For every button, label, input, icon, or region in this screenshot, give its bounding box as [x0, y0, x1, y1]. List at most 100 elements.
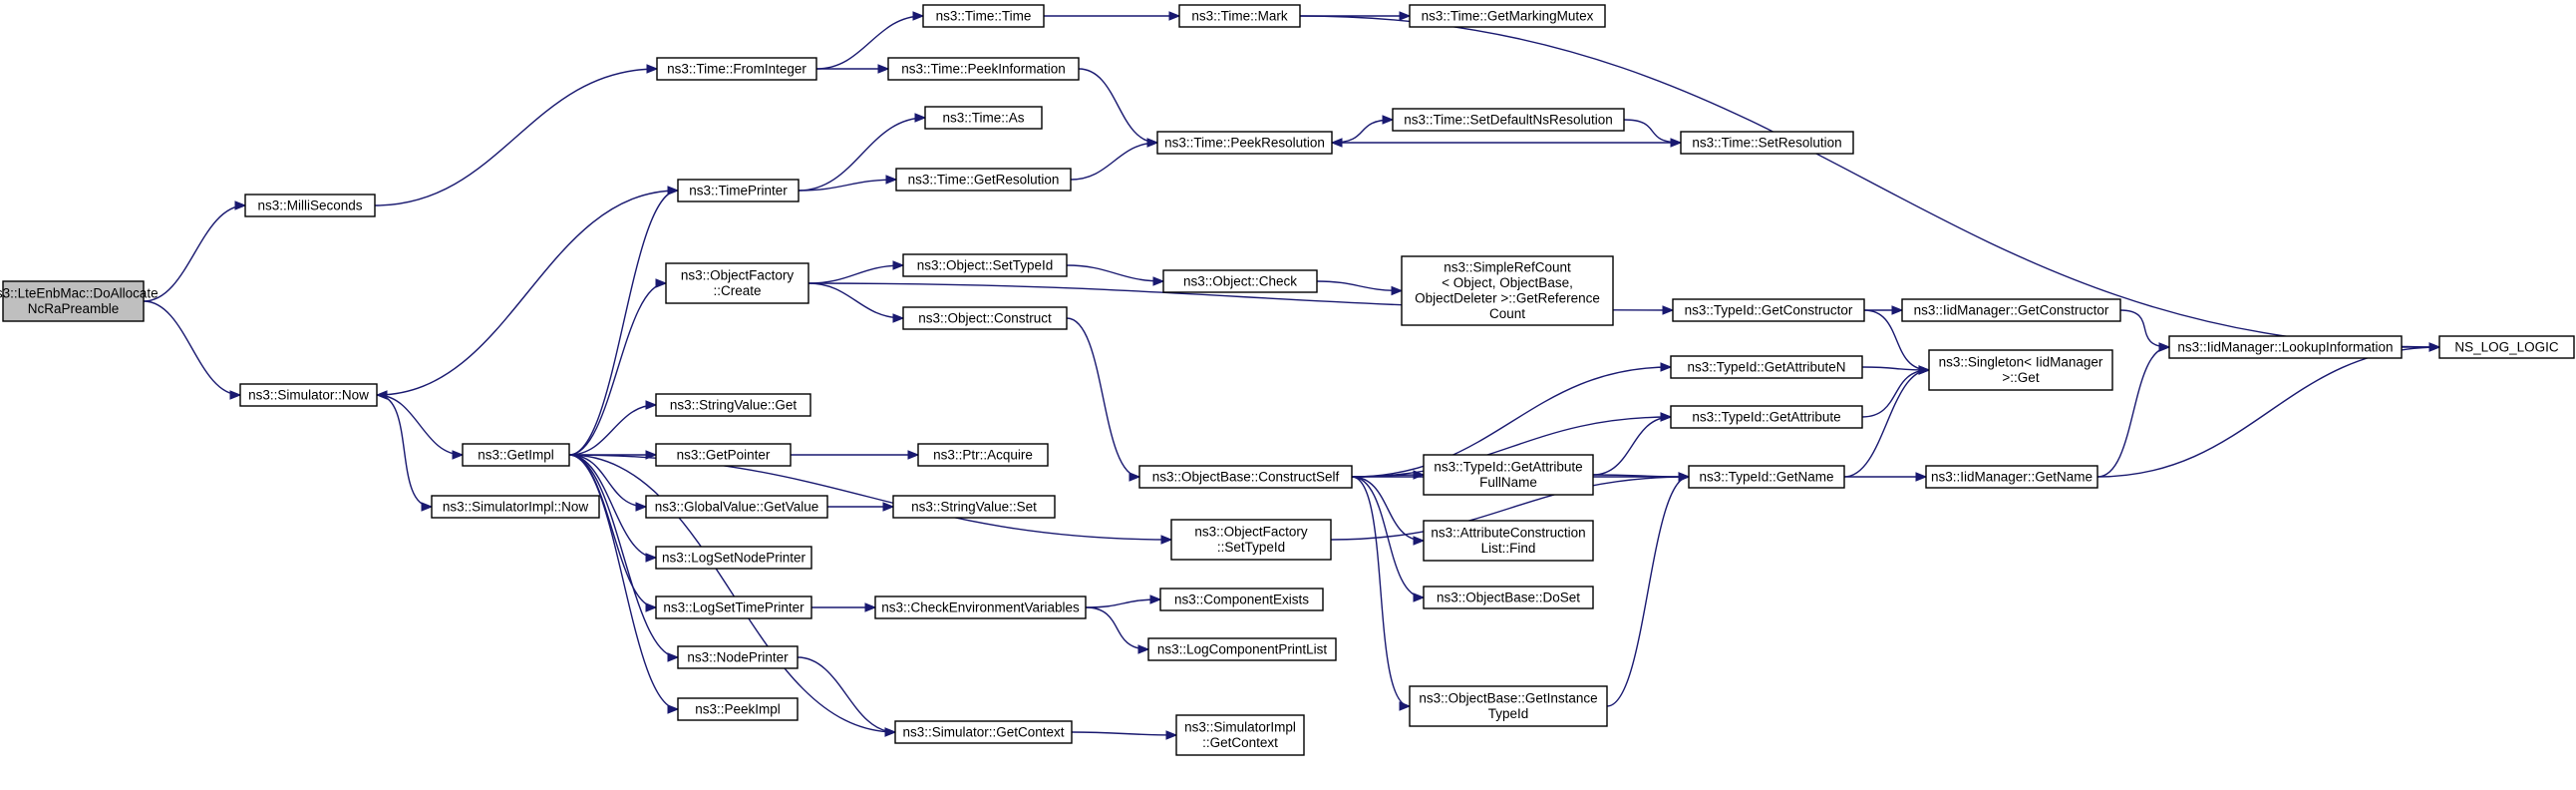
node-ns3-objectbase-doset[interactable]: ns3::ObjectBase::DoSet	[1423, 586, 1594, 609]
node-ns3-typeid-getattributen[interactable]: ns3::TypeId::GetAttributeN	[1670, 355, 1863, 379]
node-box[interactable]	[887, 57, 1080, 81]
node-box[interactable]	[677, 645, 799, 669]
node-box[interactable]	[1670, 405, 1863, 429]
node-ns3-objectfactory-settypeid[interactable]: ns3::ObjectFactory::SetTypeId	[1170, 519, 1332, 561]
node-box[interactable]	[1688, 465, 1845, 489]
node-box[interactable]	[239, 383, 378, 407]
node-box[interactable]	[655, 595, 812, 619]
node-box[interactable]	[922, 4, 1045, 28]
node-box[interactable]	[431, 495, 600, 519]
node-ns3-iidmanager-getconstructor[interactable]: ns3::IidManager::GetConstructor	[1901, 298, 2121, 322]
node-box[interactable]	[902, 253, 1068, 277]
node-box[interactable]	[1423, 520, 1594, 562]
node-box[interactable]	[655, 546, 812, 570]
node-box[interactable]	[1901, 298, 2121, 322]
node-ns3-iidmanager-lookupinformation[interactable]: ns3::IidManager::LookupInformation	[2168, 335, 2403, 359]
node-ns3-time-setresolution[interactable]: ns3::Time::SetResolution	[1680, 131, 1854, 155]
node-ns3-logcomponentprintlist[interactable]: ns3::LogComponentPrintList	[1147, 637, 1337, 661]
node-ns3-time-as[interactable]: ns3::Time::As	[924, 106, 1043, 130]
node-ns3-iidmanager-getname[interactable]: ns3::IidManager::GetName	[1925, 465, 2098, 489]
node-box[interactable]	[656, 57, 817, 81]
node-ns3-simulator-getcontext[interactable]: ns3::Simulator::GetContext	[894, 720, 1073, 744]
node-ns3-stringvalue-set[interactable]: ns3::StringValue::Set	[892, 495, 1056, 519]
node-box[interactable]	[1147, 637, 1337, 661]
node-ns3-logsettimeprinter[interactable]: ns3::LogSetTimePrinter	[655, 595, 812, 619]
node-ns3-typeid-getattribute[interactable]: ns3::TypeId::GetAttribute	[1670, 405, 1863, 429]
node-box[interactable]	[1925, 465, 2098, 489]
node-box[interactable]	[874, 595, 1087, 619]
node-ns3-object-settypeid[interactable]: ns3::Object::SetTypeId	[902, 253, 1068, 277]
node-ns3-simulatorimpl-now[interactable]: ns3::SimulatorImpl::Now	[431, 495, 600, 519]
node-ns3-timeprinter[interactable]: ns3::TimePrinter	[677, 179, 800, 202]
node-ns3-peekimpl[interactable]: ns3::PeekImpl	[677, 697, 799, 721]
node-box[interactable]	[677, 179, 800, 202]
node-ns3-getimpl[interactable]: ns3::GetImpl	[462, 443, 570, 467]
node-ns3-time-peekresolution[interactable]: ns3::Time::PeekResolution	[1156, 131, 1333, 155]
node-box[interactable]	[1423, 586, 1594, 609]
node-box[interactable]	[1162, 269, 1318, 293]
node-ns3-getpointer[interactable]: ns3::GetPointer	[655, 443, 792, 467]
node-box[interactable]	[655, 443, 792, 467]
node-box[interactable]	[244, 194, 376, 217]
node-box[interactable]	[1680, 131, 1854, 155]
node-box[interactable]	[1138, 465, 1353, 489]
node-box[interactable]	[1401, 255, 1614, 326]
node-box[interactable]	[462, 443, 570, 467]
node-ns3-logsetnodeprinter[interactable]: ns3::LogSetNodePrinter	[655, 546, 812, 570]
node-box[interactable]	[917, 443, 1049, 467]
node-box[interactable]	[1159, 588, 1324, 611]
node-ns3-object-check[interactable]: ns3::Object::Check	[1162, 269, 1318, 293]
node-ns3-objectfactory-create[interactable]: ns3::ObjectFactory::Create	[665, 262, 809, 304]
node-box[interactable]	[655, 393, 811, 417]
node-box[interactable]	[1423, 454, 1594, 496]
node-box[interactable]	[1928, 349, 2113, 391]
node-box[interactable]	[1409, 685, 1608, 727]
node-ns-log-logic[interactable]: NS_LOG_LOGIC	[2438, 335, 2575, 359]
node-box[interactable]	[1178, 4, 1301, 28]
node-ns3-object-construct[interactable]: ns3::Object::Construct	[902, 306, 1068, 330]
node-ns3-nodeprinter[interactable]: ns3::NodePrinter	[677, 645, 799, 669]
node-box[interactable]	[2, 280, 145, 322]
node-ns3-time-getresolution[interactable]: ns3::Time::GetResolution	[895, 168, 1072, 192]
node-ns3-singleton-iidmanager-get[interactable]: ns3::Singleton< IidManager>::Get	[1928, 349, 2113, 391]
node-box[interactable]	[1670, 355, 1863, 379]
node-ns3-stringvalue-get[interactable]: ns3::StringValue::Get	[655, 393, 811, 417]
node-box[interactable]	[677, 697, 799, 721]
node-box[interactable]	[665, 262, 809, 304]
node-ns3-simulator-now[interactable]: ns3::Simulator::Now	[239, 383, 378, 407]
node-ns3-time-getmarkingmutex[interactable]: ns3::Time::GetMarkingMutex	[1409, 4, 1606, 28]
node-box[interactable]	[2438, 335, 2575, 359]
node-ns3-objectbase-constructself[interactable]: ns3::ObjectBase::ConstructSelf	[1138, 465, 1353, 489]
node-ns3-componentexists[interactable]: ns3::ComponentExists	[1159, 588, 1324, 611]
node-box[interactable]	[902, 306, 1068, 330]
node-ns3-ptr-acquire[interactable]: ns3::Ptr::Acquire	[917, 443, 1049, 467]
node-box[interactable]	[2168, 335, 2403, 359]
node-box[interactable]	[895, 168, 1072, 192]
node-box[interactable]	[645, 495, 828, 519]
node-ns3-checkenvironmentvariables[interactable]: ns3::CheckEnvironmentVariables	[874, 595, 1087, 619]
node-ns3-typeid-getname[interactable]: ns3::TypeId::GetName	[1688, 465, 1845, 489]
node-box[interactable]	[1409, 4, 1606, 28]
node-box[interactable]	[924, 106, 1043, 130]
node-ns3-time-setdefaultnsresolution[interactable]: ns3::Time::SetDefaultNsResolution	[1392, 108, 1625, 132]
node-ns3-milliseconds[interactable]: ns3::MilliSeconds	[244, 194, 376, 217]
node-ns3-time-peekinformation[interactable]: ns3::Time::PeekInformation	[887, 57, 1080, 81]
node-ns3-globalvalue-getvalue[interactable]: ns3::GlobalValue::GetValue	[645, 495, 828, 519]
node-ns3-simplerefcount-object-objectbase-objectdeleter-getreference-count[interactable]: ns3::SimpleRefCount< Object, ObjectBase,…	[1401, 255, 1614, 326]
node-ns3-time-frominteger[interactable]: ns3::Time::FromInteger	[656, 57, 817, 81]
node-box[interactable]	[1156, 131, 1333, 155]
node-ns3-time-time[interactable]: ns3::Time::Time	[922, 4, 1045, 28]
node-box[interactable]	[1672, 298, 1865, 322]
node-box[interactable]	[1392, 108, 1625, 132]
node-box[interactable]	[1175, 714, 1305, 756]
node-ns3-typeid-getconstructor[interactable]: ns3::TypeId::GetConstructor	[1672, 298, 1865, 322]
node-ns3-time-mark[interactable]: ns3::Time::Mark	[1178, 4, 1301, 28]
node-box[interactable]	[894, 720, 1073, 744]
node-ns3-simulatorimpl-getcontext[interactable]: ns3::SimulatorImpl::GetContext	[1175, 714, 1305, 756]
node-box[interactable]	[892, 495, 1056, 519]
node-box[interactable]	[1170, 519, 1332, 561]
